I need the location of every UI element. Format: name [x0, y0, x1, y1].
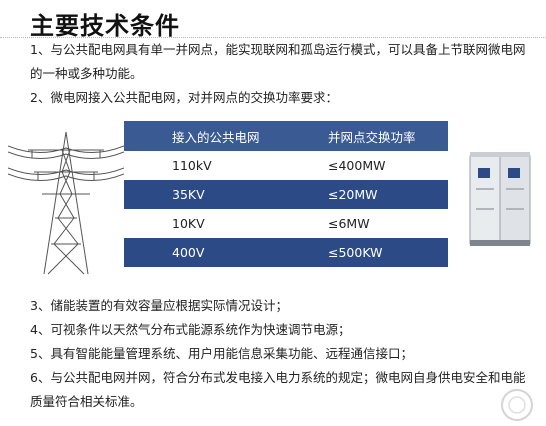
- cell-power: ≤400MW: [298, 151, 448, 180]
- table-header-row: 接入的公共电网 并网点交换功率: [124, 121, 448, 151]
- cell-voltage: 35KV: [124, 180, 298, 209]
- cell-power: ≤500KW: [298, 238, 448, 267]
- condition-5: 5、具有智能能量管理系统、用户用能信息采集功能、远程通信接口；: [30, 346, 413, 361]
- condition-2: 2、微电网接入公共配电网，对并网点的交换功率要求：: [30, 90, 338, 105]
- condition-6: 6、与公共配电网并网，符合分布式发电接入电力系统的规定；微电网自身供电安全和电能…: [30, 370, 526, 409]
- electrical-cabinet-icon: [469, 152, 531, 246]
- cell-voltage: 110kV: [124, 151, 298, 180]
- cell-voltage: 10KV: [124, 209, 298, 238]
- table-row: 110kV ≤400MW: [124, 151, 448, 180]
- condition-3: 3、储能装置的有效容量应根据实际情况设计；: [30, 298, 288, 313]
- exchange-power-table: 接入的公共电网 并网点交换功率 110kV ≤400MW 35KV ≤20MW …: [124, 121, 448, 267]
- table-row: 10KV ≤6MW: [124, 209, 448, 238]
- cell-voltage: 400V: [124, 238, 298, 267]
- table-row: 400V ≤500KW: [124, 238, 448, 267]
- table-row: 35KV ≤20MW: [124, 180, 448, 209]
- cell-power: ≤6MW: [298, 209, 448, 238]
- column-header-grid: 接入的公共电网: [124, 121, 298, 151]
- condition-4: 4、可视条件以天然气分布式能源系统作为快速调节电源；: [30, 322, 351, 337]
- watermark-logo-icon: [501, 389, 533, 421]
- cell-power: ≤20MW: [298, 180, 448, 209]
- column-header-power: 并网点交换功率: [298, 121, 448, 151]
- condition-1: 1、与公共配电网具有单一并网点，能实现联网和孤岛运行模式，可以具备上节联网微电网…: [30, 42, 526, 81]
- title-divider: [0, 37, 546, 38]
- page-title: 主要技术条件: [30, 12, 180, 40]
- transmission-tower-icon: [8, 131, 124, 275]
